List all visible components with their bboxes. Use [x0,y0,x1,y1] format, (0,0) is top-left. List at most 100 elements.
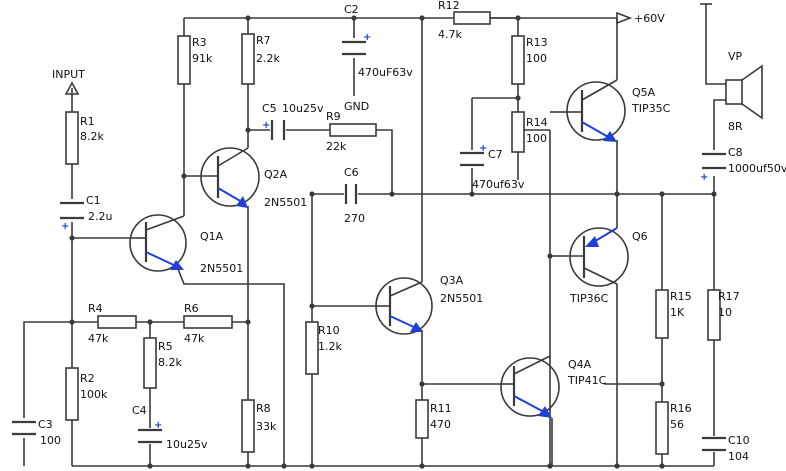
svg-text:+: + [700,172,708,183]
resistor-r15 [655,289,669,339]
vcc-arrow-icon [616,11,633,25]
label-r13: R13 [526,36,548,49]
value-q4: TIP41C [567,374,607,387]
value-c8: 1000uf50v [728,162,786,175]
resistor-r2 [65,367,79,421]
label-c5: C5 [262,102,277,115]
capacitor-c8: + [700,152,726,183]
resistor-r14 [511,111,525,153]
value-r15: 1K [670,306,685,319]
value-r10: 1.2k [318,340,342,353]
label-r6: R6 [184,302,199,315]
resistor-r5 [143,337,157,389]
capacitor-c10 [702,436,726,452]
speaker-cone [741,64,763,120]
value-r13: 100 [526,52,547,65]
capacitor-c1: + [60,201,84,232]
label-r9: R9 [326,110,341,123]
resistor-r11 [415,399,429,439]
transistors [129,79,629,418]
value-c3: 100 [40,434,61,447]
svg-text:+: + [262,120,270,131]
label-q1: Q1A [200,230,224,243]
label-q4: Q4A [568,358,592,371]
transistor-q2a [184,147,260,208]
label-r5: R5 [158,340,173,353]
wire-vp [705,4,726,85]
label-input: INPUT [52,68,85,81]
label-r14: R14 [526,116,548,129]
capacitor-c2: + [342,32,371,56]
capacitor-c5: + [262,120,286,140]
resistor-r8 [241,399,255,453]
transistor-q3a [375,277,433,335]
value-r16: 56 [670,418,684,431]
resistor-r16 [655,401,669,455]
value-r1: 8.2k [80,130,104,143]
resistor-r1 [65,111,79,165]
wire-c7 [471,97,518,194]
label-gnd: GND [344,100,369,113]
value-q2: 2N5501 [264,196,307,209]
value-r4: 47k [88,332,109,345]
value-r3: 91k [192,52,213,65]
label-q2: Q2A [264,168,288,181]
value-q3: 2N5501 [440,292,483,305]
resistor-r17 [707,289,721,341]
capacitor-c3 [12,420,36,436]
speaker-vp [700,3,763,120]
resistor-r6 [183,315,233,329]
value-speaker: 8R [728,120,743,133]
label-r12: R12 [438,0,460,12]
value-r9: 22k [326,140,347,153]
value-c5: 10u25v [282,102,324,115]
value-r5: 8.2k [158,356,182,369]
value-q5: TIP35C [631,102,671,115]
value-c4: 10u25v [166,438,208,451]
label-q5: Q5A [632,86,656,99]
value-r6: 47k [184,332,205,345]
value-c10: 104 [728,450,749,463]
value-r11: 470 [430,418,451,431]
transistor-q1a [129,214,187,272]
label-c2: C2 [344,3,359,16]
labels: INPUT R1 8.2k C1 2.2u R2 100k C3 100 R3 … [38,0,786,463]
transistor-q6 [566,227,629,287]
resistor-r10 [305,321,319,375]
label-r3: R3 [192,36,207,49]
wire-c8 [713,99,726,194]
value-q1: 2N5501 [200,262,243,275]
transistor-q5a [566,79,626,142]
resistor-r12 [453,11,491,25]
wires [23,4,726,467]
value-c1: 2.2u [88,210,112,223]
label-r7: R7 [256,34,271,47]
capacitor-c7: + [460,143,487,167]
input-arrow-icon [64,81,80,95]
resistor-r13 [511,35,525,85]
label-vp: VP [728,50,743,63]
resistors [65,11,721,455]
label-c4: C4 [132,404,147,417]
svg-text:+: + [61,221,69,232]
label-r8: R8 [256,402,271,415]
svg-text:+: + [154,420,162,431]
label-q3: Q3A [440,274,464,287]
input-terminal [64,81,80,95]
label-q6: Q6 [632,230,648,243]
resistor-r7 [241,33,255,85]
wire-q1-emitter [175,263,285,466]
wire-c3 [23,321,72,466]
label-c6: C6 [344,166,359,179]
label-c1: C1 [86,194,101,207]
label-c10: C10 [728,434,750,447]
value-c7: 470uf63v [472,178,525,191]
vcc-terminal [616,11,633,25]
label-r2: R2 [80,372,95,385]
junction-dots [69,15,717,469]
resistor-r3 [177,35,191,85]
value-r2: 100k [80,388,108,401]
transistor-q4a [500,355,560,418]
label-r16: R16 [670,402,692,415]
